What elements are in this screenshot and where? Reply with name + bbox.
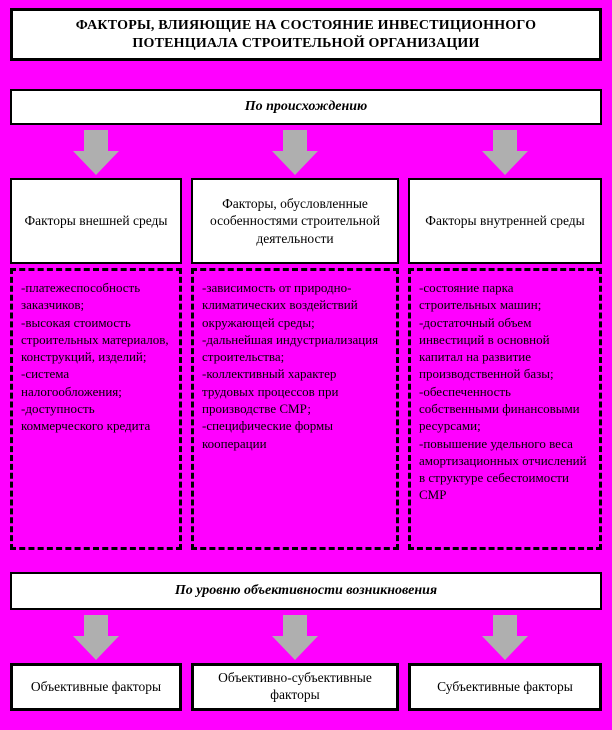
list-external-factors: -платежеспособность заказчиков; -высокая… bbox=[10, 268, 182, 550]
list-item: -зависимость от природно-климатических в… bbox=[202, 280, 358, 330]
box-objective-factors: Объективные факторы bbox=[10, 663, 182, 711]
list-item: -высокая стоимость строительных материал… bbox=[21, 314, 169, 365]
arrow-down-icon bbox=[272, 130, 318, 175]
arrow-down-icon bbox=[482, 615, 528, 660]
list-item: -состояние парка строительных машин; bbox=[419, 280, 542, 313]
box-objective-subjective-factors: Объективно-субъективные факторы bbox=[191, 663, 399, 711]
section-objectivity-label: По уровню объективности возникновения bbox=[174, 583, 438, 598]
arrow-down-icon bbox=[272, 615, 318, 660]
column-headings-row: Факторы внешней среды Факторы, обусловле… bbox=[10, 178, 602, 264]
list-item: -доступность коммерческого кредита bbox=[21, 400, 151, 434]
arrow-cell bbox=[191, 130, 399, 175]
list-item: -платежеспособность заказчиков; bbox=[21, 280, 141, 313]
arrow-row-origin bbox=[10, 130, 602, 175]
heading-construction-factors-label: Факторы, обусловленные особенностями стр… bbox=[210, 195, 380, 246]
section-objectivity-header: По уровню объективности возникновения bbox=[10, 572, 602, 610]
diagram-title: ФАКТОРЫ, ВЛИЯЮЩИЕ НА СОСТОЯНИЕ ИНВЕСТИЦИ… bbox=[75, 18, 537, 51]
column-lists-row: -платежеспособность заказчиков; -высокая… bbox=[10, 268, 602, 550]
heading-internal-factors: Факторы внутренней среды bbox=[408, 178, 602, 264]
arrow-cell bbox=[10, 130, 182, 175]
list-construction-factors: -зависимость от природно-климатических в… bbox=[191, 268, 399, 550]
list-item: -система налогообложения; bbox=[21, 366, 122, 399]
diagram-title-box: ФАКТОРЫ, ВЛИЯЮЩИЕ НА СОСТОЯНИЕ ИНВЕСТИЦИ… bbox=[10, 8, 602, 61]
list-item: -достаточный объем инвестиций в основной… bbox=[419, 314, 554, 382]
heading-external-factors: Факторы внешней среды bbox=[10, 178, 182, 264]
box-subjective-factors-label: Субъективные факторы bbox=[437, 678, 573, 694]
heading-external-factors-label: Факторы внешней среды bbox=[24, 213, 168, 229]
arrow-cell bbox=[408, 130, 602, 175]
section-origin-header: По происхождению bbox=[10, 89, 602, 125]
arrow-down-icon bbox=[73, 615, 119, 660]
arrow-cell bbox=[408, 615, 602, 660]
list-item: -специфические формы кооперации bbox=[202, 418, 334, 451]
box-objective-factors-label: Объективные факторы bbox=[30, 678, 162, 694]
arrow-cell bbox=[191, 615, 399, 660]
box-objective-subjective-factors-label: Объективно-субъективные факторы bbox=[218, 670, 372, 702]
bottom-boxes-row: Объективные факторы Объективно-субъектив… bbox=[10, 663, 602, 711]
list-internal-factors: -состояние парка строительных машин; -до… bbox=[408, 268, 602, 550]
arrow-cell bbox=[10, 615, 182, 660]
arrow-down-icon bbox=[73, 130, 119, 175]
list-item: -дальнейшая индустриализация строительст… bbox=[202, 331, 379, 365]
box-subjective-factors: Субъективные факторы bbox=[408, 663, 602, 711]
list-item: -повышение удельного веса амортизационны… bbox=[419, 435, 587, 503]
heading-construction-factors: Факторы, обусловленные особенностями стр… bbox=[191, 178, 399, 264]
list-item: -коллективный характер трудовых процессо… bbox=[202, 366, 339, 416]
heading-internal-factors-label: Факторы внутренней среды bbox=[425, 213, 585, 229]
arrow-down-icon bbox=[482, 130, 528, 175]
arrow-row-objectivity bbox=[10, 615, 602, 660]
section-origin-label: По происхождению bbox=[244, 99, 368, 114]
list-item: -обеспеченность собственными финансовыми… bbox=[419, 383, 580, 434]
